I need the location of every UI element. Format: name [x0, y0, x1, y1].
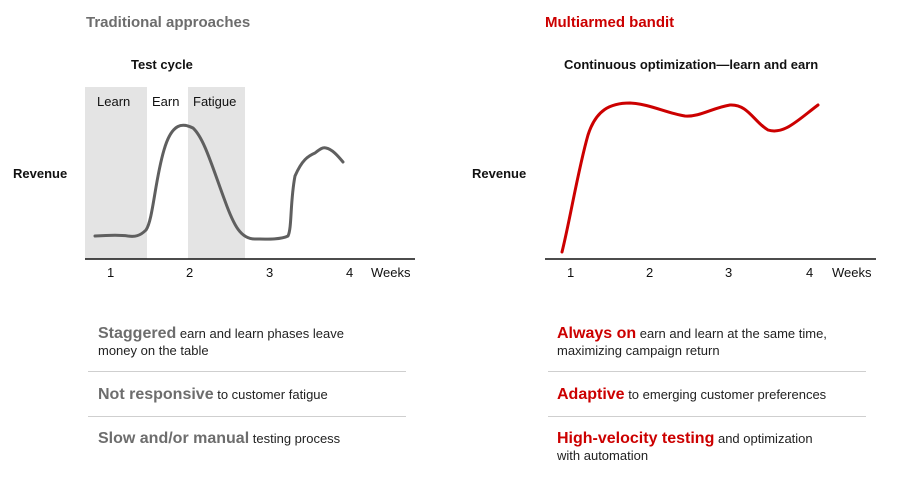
right-bullet-3: High-velocity testing and optimization w… — [557, 430, 887, 464]
left-bullet-1-highlight: Staggered — [98, 325, 177, 342]
right-tick-4: 4 — [806, 265, 814, 280]
phase-label-learn: Learn — [97, 94, 131, 109]
left-bullet-2-text: to customer fatigue — [213, 387, 328, 402]
left-tick-4: 4 — [346, 265, 354, 280]
right-chart-subtitle: Continuous optimization—learn and earn — [564, 57, 819, 72]
left-x-unit: Weeks — [371, 265, 411, 280]
right-bullet-2-text: to emerging customer preferences — [624, 387, 827, 402]
left-bullet-1-text-2: money on the table — [98, 343, 209, 358]
right-bullet-3-text-2: with automation — [557, 448, 649, 463]
left-divider-2 — [88, 416, 406, 417]
left-bullet-2-highlight: Not responsive — [98, 386, 214, 403]
left-divider-1 — [88, 371, 406, 372]
right-bullet-3-text: and optimization — [714, 431, 813, 446]
left-tick-1: 1 — [107, 265, 115, 280]
right-tick-3: 3 — [725, 265, 733, 280]
traditional-revenue-line — [93, 123, 345, 241]
right-bullet-2: Adaptive to emerging customer preference… — [557, 386, 887, 403]
left-bullet-3: Slow and/or manual testing process — [98, 430, 408, 447]
left-chart-subtitle: Test cycle — [131, 57, 193, 72]
right-bullet-3-highlight: High-velocity testing — [557, 430, 715, 447]
left-tick-2: 2 — [186, 265, 194, 280]
left-panel-title: Traditional approaches — [86, 14, 251, 31]
right-tick-2: 2 — [646, 265, 654, 280]
learn-phase-band — [85, 87, 147, 259]
right-divider-2 — [548, 416, 866, 417]
phase-label-earn: Earn — [152, 94, 180, 109]
right-y-axis-label: Revenue — [472, 166, 527, 181]
bandit-revenue-line — [560, 101, 820, 254]
right-bullet-1-text-2: maximizing campaign return — [557, 343, 720, 358]
right-panel-title: Multiarmed bandit — [545, 14, 675, 31]
right-bullet-2-highlight: Adaptive — [557, 386, 625, 403]
right-divider-1 — [548, 371, 866, 372]
left-bullet-1: Staggered earn and learn phases leave mo… — [98, 325, 408, 359]
right-tick-1: 1 — [567, 265, 575, 280]
left-chart — [85, 87, 415, 260]
left-bullet-3-highlight: Slow and/or manual — [98, 430, 250, 447]
right-x-unit: Weeks — [832, 265, 872, 280]
phase-label-fatigue: Fatigue — [193, 94, 237, 109]
left-bullet-2: Not responsive to customer fatigue — [98, 386, 408, 403]
fatigue-phase-band — [188, 87, 245, 259]
left-y-axis-label: Revenue — [13, 166, 68, 181]
right-bullet-1: Always on earn and learn at the same tim… — [557, 325, 887, 359]
left-tick-3: 3 — [266, 265, 274, 280]
right-chart — [545, 101, 876, 260]
left-bullet-3-text: testing process — [249, 431, 341, 446]
left-bullet-1-text: earn and learn phases leave — [176, 326, 344, 341]
right-bullet-1-highlight: Always on — [557, 325, 637, 342]
right-bullet-1-text: earn and learn at the same time, — [636, 326, 827, 341]
